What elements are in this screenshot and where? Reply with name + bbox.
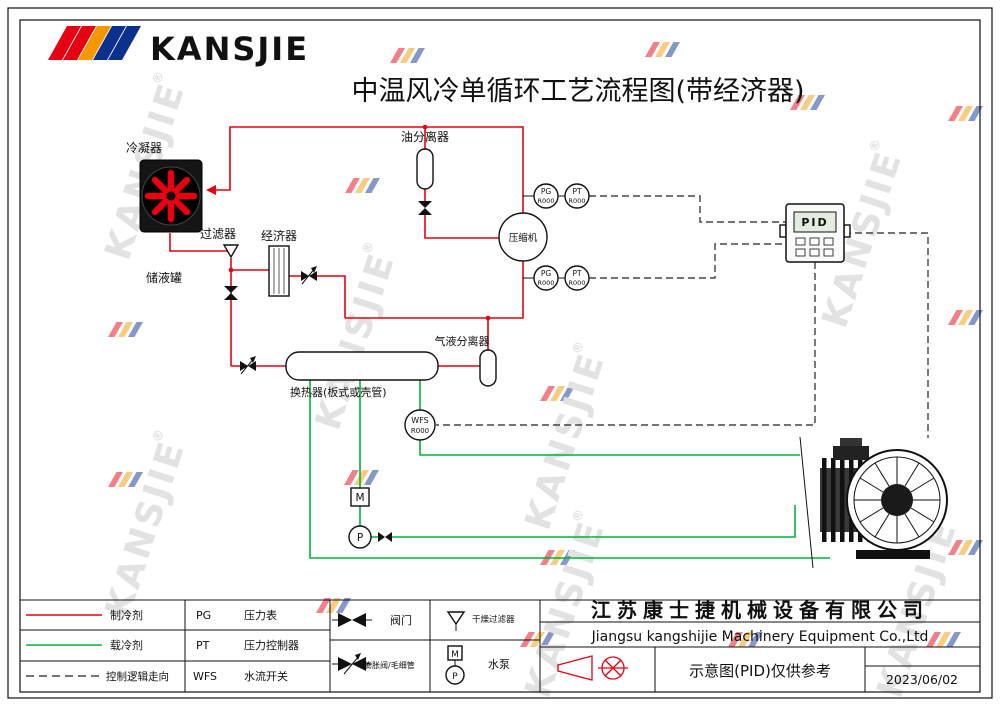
flow-arrow bbox=[206, 185, 216, 195]
legend-control-label: 控制逻辑走向 bbox=[106, 670, 169, 683]
svg-text:P: P bbox=[452, 672, 458, 682]
kansjie-logo-slashes-icon bbox=[48, 26, 141, 60]
svg-text:R000: R000 bbox=[569, 197, 586, 205]
outer-border bbox=[7, 7, 993, 699]
pressure-gauges: PG R000 PT R000 PG R000 PT R000 bbox=[523, 183, 590, 291]
drawing-title: 中温风冷单循环工艺流程图(带经济器) bbox=[351, 76, 804, 107]
oil-separator: 油分离器 bbox=[401, 129, 449, 215]
svg-text:WFS: WFS bbox=[411, 416, 428, 425]
svg-text:M: M bbox=[355, 492, 364, 504]
watermark-kansjie: KANSJIE ® bbox=[98, 425, 194, 623]
svg-text:®: ® bbox=[570, 505, 589, 525]
gauge-pg-discharge: PG R000 bbox=[533, 183, 559, 209]
legend-pt-abbr: PT bbox=[196, 639, 210, 652]
svg-text:®: ® bbox=[570, 337, 589, 357]
svg-text:R000: R000 bbox=[538, 279, 555, 287]
svg-text:®: ® bbox=[150, 425, 169, 445]
legend-drier-filter-symbol bbox=[446, 611, 466, 631]
economizer: 经济器 bbox=[261, 228, 297, 297]
watermark-kansjie: KANSJIE ® bbox=[308, 237, 404, 435]
svg-text:KANSJIE: KANSJIE bbox=[98, 435, 194, 623]
legend-coolant-label: 载冷剂 bbox=[110, 638, 143, 652]
legend-refrigerant-label: 制冷剂 bbox=[110, 608, 143, 622]
svg-text:R000: R000 bbox=[569, 279, 586, 287]
company-name-cn: 江苏康士捷机械设备有限公司 bbox=[591, 598, 929, 622]
legend-pump-label: 水泵 bbox=[488, 658, 510, 671]
watermark-layer bbox=[108, 42, 983, 647]
svg-text:PT: PT bbox=[572, 269, 582, 278]
gauge-pg-suction: PG R000 bbox=[533, 265, 559, 291]
compressor: 压缩机 bbox=[498, 212, 548, 262]
receiver-label: 储液罐 bbox=[146, 270, 182, 285]
svg-text:KANSJIE: KANSJIE bbox=[518, 347, 614, 535]
gauge-pt-discharge: PT R000 bbox=[564, 183, 590, 209]
expansion-valve-economizer bbox=[301, 266, 317, 285]
watermark-kansjie: KANSJIE ® bbox=[518, 337, 614, 535]
svg-text:®: ® bbox=[360, 237, 379, 257]
control-logic-lines bbox=[436, 195, 929, 438]
pump-motor-symbol: M P bbox=[348, 487, 392, 549]
svg-text:KANSJIE: KANSJIE bbox=[308, 247, 404, 435]
economizer-label: 经济器 bbox=[261, 228, 297, 243]
refrigerant-lines bbox=[169, 124, 524, 367]
drier-filter-icon bbox=[222, 244, 240, 259]
svg-text:R000: R000 bbox=[411, 427, 429, 435]
coolant-lines bbox=[309, 379, 830, 559]
heat-exchanger-label: 换热器(板式或壳管) bbox=[290, 385, 387, 399]
watermark-registered-mark: ® bbox=[150, 67, 169, 87]
brand-name-text: KANSJIE bbox=[150, 30, 309, 68]
condenser-label: 冷凝器 bbox=[126, 140, 162, 155]
legend-expansion-valve-symbol bbox=[332, 653, 372, 675]
svg-text:R000: R000 bbox=[538, 197, 555, 205]
expansion-valve-main bbox=[240, 356, 256, 375]
valve-icon bbox=[224, 286, 238, 300]
water-flow-switch: WFS R000 bbox=[404, 409, 436, 441]
drawing-note: 示意图(PID)仅供参考 bbox=[689, 662, 831, 680]
pid-buttons bbox=[795, 237, 834, 257]
title-block-logo-glyph bbox=[557, 655, 628, 681]
legend-pt-name: 压力控制器 bbox=[244, 638, 299, 652]
legend-wfs-name: 水流开关 bbox=[244, 669, 288, 683]
company-name-en: Jiangsu kangshijie Machinery Equipment C… bbox=[591, 629, 929, 645]
filter-label: 过滤器 bbox=[200, 227, 236, 241]
compressor-label: 压缩机 bbox=[509, 232, 538, 244]
gauge-pt-suction: PT R000 bbox=[564, 265, 590, 291]
svg-text:PG: PG bbox=[541, 269, 552, 278]
pump-illustration bbox=[799, 436, 948, 569]
gas-liquid-separator: 气液分离器 bbox=[435, 334, 497, 387]
svg-text:P: P bbox=[357, 532, 363, 544]
pid-controller: PID bbox=[779, 203, 851, 263]
receiver: 储液罐 bbox=[146, 270, 238, 300]
valve-icon bbox=[418, 201, 432, 215]
legend-pump-symbol: M P bbox=[445, 645, 465, 685]
heat-exchanger: 换热器(板式或壳管) bbox=[285, 351, 439, 399]
svg-text:PT: PT bbox=[572, 187, 582, 196]
oil-separator-label: 油分离器 bbox=[401, 129, 449, 144]
legend-valve-symbol bbox=[332, 613, 372, 627]
legend-drier-label: 干燥过滤器 bbox=[472, 614, 515, 625]
filter: 过滤器 bbox=[200, 227, 240, 259]
kansjie-logo: KANSJIE bbox=[48, 26, 309, 68]
legend-valve-label: 阀门 bbox=[390, 613, 412, 627]
legend-wfs-abbr: WFS bbox=[193, 670, 217, 683]
inner-border bbox=[19, 19, 981, 693]
legend-expansion-label: 膨胀阀/毛细管 bbox=[364, 660, 415, 670]
condenser: 冷凝器 bbox=[126, 140, 203, 233]
gas-liquid-separator-label: 气液分离器 bbox=[435, 334, 490, 348]
svg-text:PG: PG bbox=[541, 187, 552, 196]
svg-text:®: ® bbox=[867, 135, 886, 155]
legend-pg-abbr: PG bbox=[196, 609, 211, 622]
svg-text:M: M bbox=[451, 650, 459, 660]
pid-display-text: PID bbox=[801, 216, 828, 229]
legend-table: 制冷剂 载冷剂 控制逻辑走向 PG 压力表 PT 压力控制器 WFS 水流开关 … bbox=[20, 598, 980, 692]
valve-icon bbox=[378, 532, 392, 542]
drawing-date: 2023/06/02 bbox=[886, 672, 958, 687]
legend-pg-name: 压力表 bbox=[244, 608, 277, 622]
